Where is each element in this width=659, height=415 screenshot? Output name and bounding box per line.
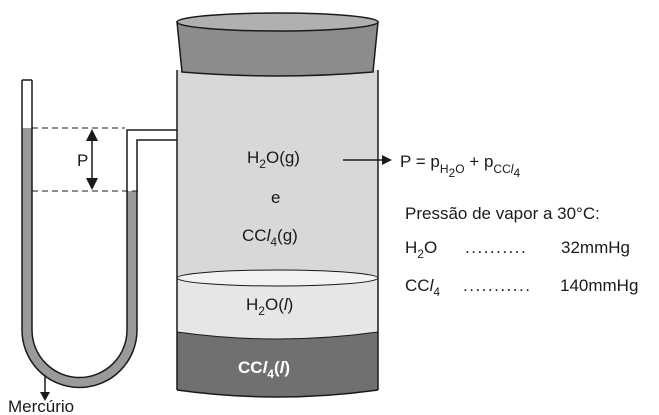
pressure-label: P xyxy=(77,151,88,170)
vapor-pressure-row-ccl4: CCl4 xyxy=(405,276,440,299)
water-surface xyxy=(176,269,379,287)
vapor-pressure-dots-ccl4: ........... xyxy=(463,276,531,295)
vapor-pressure-row-h2o: H2O xyxy=(405,238,437,261)
arrow-head-down xyxy=(86,178,98,190)
vapor-pressure-value-ccl4: 140mmHg xyxy=(560,276,638,295)
stopper-top xyxy=(176,12,379,32)
ccl4-liquid-layer xyxy=(177,332,378,397)
container xyxy=(176,70,379,398)
vapor-region xyxy=(177,70,378,285)
vapor-pressure-heading: Pressão de vapor a 30°C: xyxy=(405,204,600,223)
conjunction-label: e xyxy=(271,188,280,207)
vapor-pressure-value-h2o: 32mmHg xyxy=(561,238,630,257)
u-tube-manometer xyxy=(21,79,177,401)
stopper xyxy=(176,12,379,77)
mercury-fill xyxy=(22,128,137,388)
total-pressure-equation: P = pH2O + pCCl4 xyxy=(400,152,520,180)
vapor-pressure-dots-h2o: .......... xyxy=(465,238,527,257)
water-ccl4-interface xyxy=(176,331,379,340)
water-liquid-label: H2O(l) xyxy=(246,295,293,318)
ccl4-liquid-label: CCl4(l) xyxy=(238,358,290,381)
stopper-body xyxy=(176,21,379,77)
water-liquid-layer xyxy=(177,271,378,339)
vapor-label-ccl4: CCl4(g) xyxy=(242,226,298,249)
equation-arrow xyxy=(343,155,392,165)
mercury-pointer-arrow-head xyxy=(40,392,50,401)
manometer-open-tube xyxy=(21,80,177,389)
arrow-head-up xyxy=(86,129,98,141)
mercury-label: Mercúrio xyxy=(8,397,74,415)
vapor-label-h2o: H2O(g) xyxy=(247,148,300,171)
container-bottom xyxy=(176,389,379,398)
manometer-inner-wall xyxy=(31,80,177,379)
